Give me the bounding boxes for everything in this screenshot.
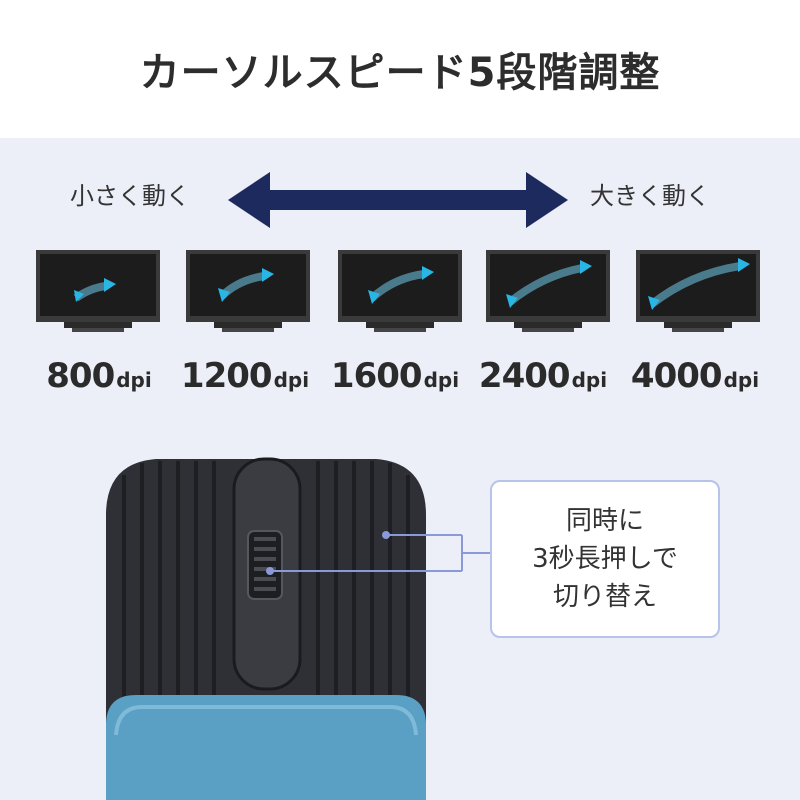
callout-line-1: 同時に [565, 506, 644, 536]
callout-line-2: 3秒長押しで [532, 544, 678, 574]
monitor-icon-2400 [486, 250, 610, 332]
monitor-icon-800 [36, 250, 160, 332]
page-title: カーソルスピード5段階調整 [139, 50, 661, 96]
callout-line-3: 切り替え [552, 582, 657, 612]
monitor-icon-1600 [338, 250, 462, 332]
monitor-icon-1200 [186, 250, 310, 332]
dpi-value: 4000 [630, 356, 723, 396]
dpi-unit: dpi [116, 368, 152, 392]
dpi-value: 2400 [478, 356, 571, 396]
monitor-icon-4000 [636, 250, 760, 332]
fast-label: 大きく動く [590, 182, 710, 210]
mouse-illustration [106, 457, 426, 800]
callout-box: 同時に 3秒長押しで 切り替え [490, 480, 720, 638]
slow-label: 小さく動く [70, 182, 190, 210]
dpi-unit: dpi [273, 368, 310, 392]
dpi-unit: dpi [723, 368, 760, 392]
dpi-unit: dpi [423, 368, 460, 392]
dpi-unit: dpi [571, 368, 608, 392]
dpi-value: 1200 [180, 356, 273, 396]
dpi-value: 1600 [330, 356, 423, 396]
header: カーソルスピード5段階調整 [0, 0, 800, 138]
double-arrow-icon [228, 172, 568, 228]
dpi-value: 800 [46, 356, 115, 396]
